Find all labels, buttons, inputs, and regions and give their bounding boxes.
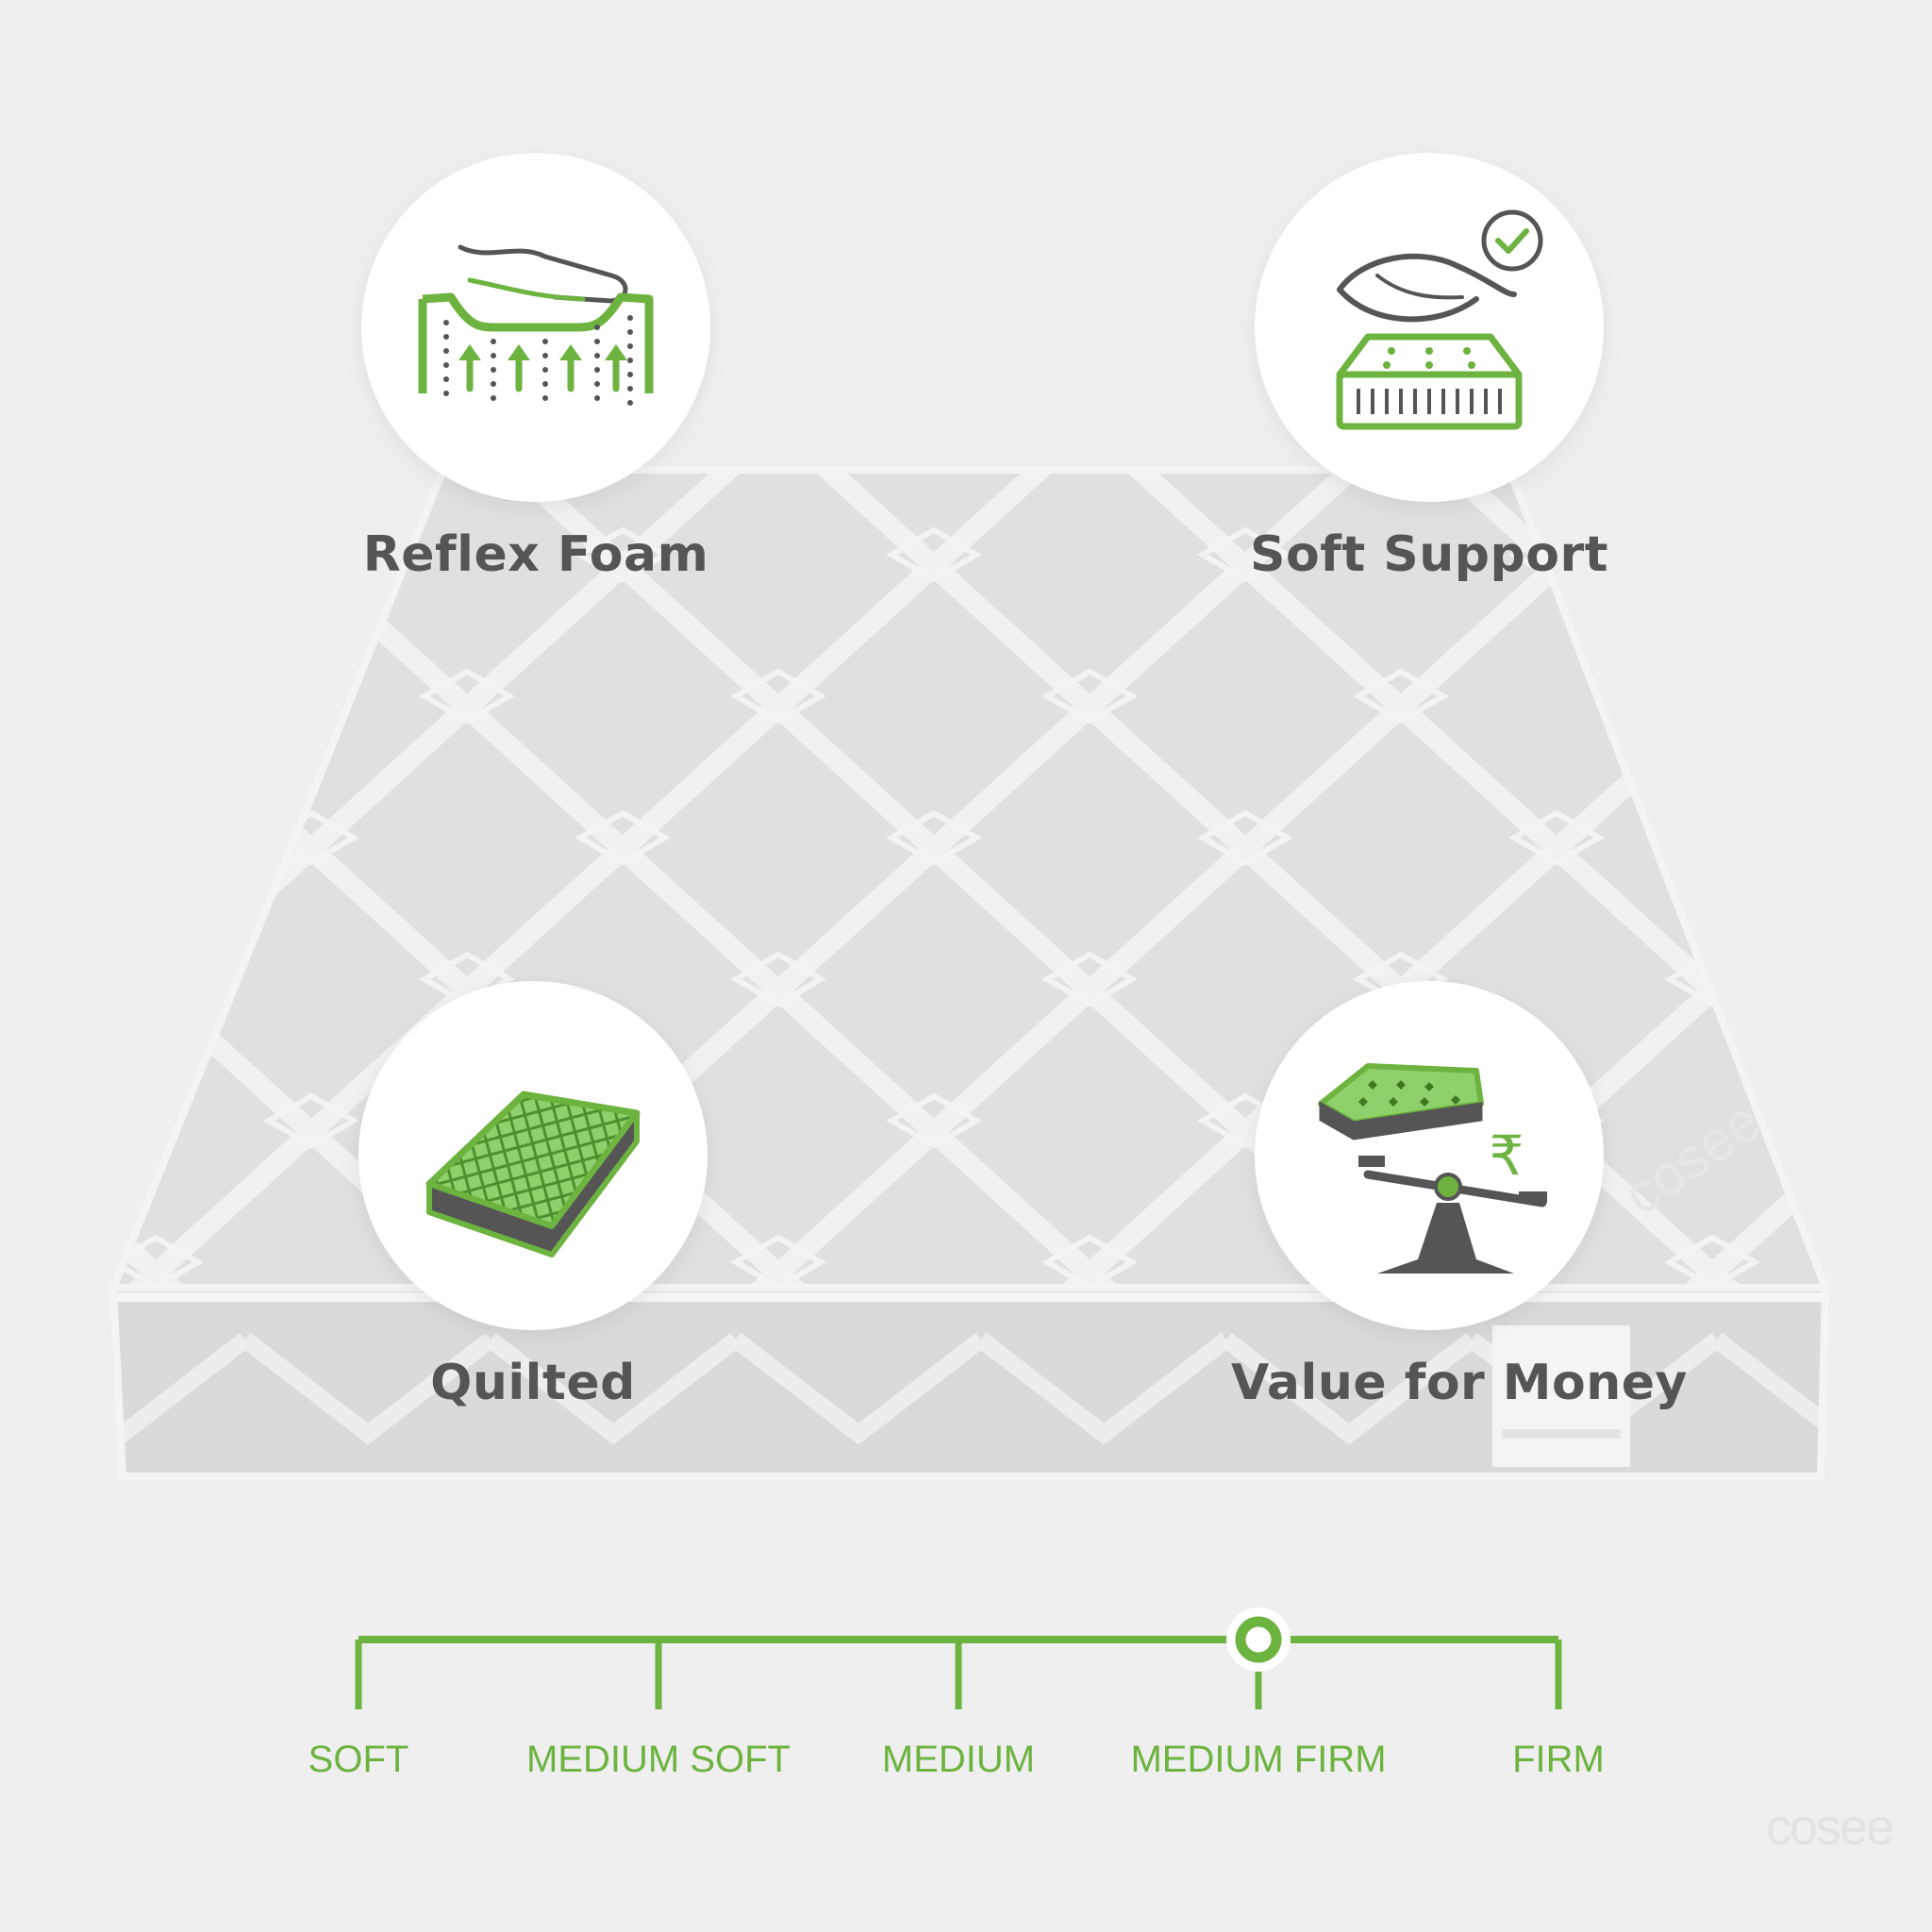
- feature-reflex-foam: Reflex Foam: [338, 153, 734, 583]
- svg-text:₹: ₹: [1490, 1124, 1524, 1188]
- firmness-scale: [355, 1607, 1562, 1709]
- reflex-foam-icon: [418, 244, 654, 406]
- value-for-money-icon: ₹: [1318, 1063, 1547, 1274]
- quilted-mattress-icon: [425, 1091, 641, 1257]
- feature-quilted: Quilted: [335, 981, 731, 1411]
- feature-label: Quilted: [430, 1355, 636, 1411]
- firmness-indicator: [1226, 1607, 1291, 1672]
- scale-label-medium-firm: MEDIUM FIRM: [1130, 1739, 1387, 1780]
- scale-label-soft: SOFT: [308, 1739, 409, 1780]
- scale-label-firm: FIRM: [1512, 1739, 1605, 1780]
- feature-soft-support: Soft Support: [1231, 153, 1627, 583]
- brand-watermark: cosee: [1766, 1799, 1894, 1856]
- scale-label-medium-soft: MEDIUM SOFT: [526, 1739, 791, 1780]
- soft-support-icon: [1336, 209, 1543, 430]
- scale-label-medium: MEDIUM: [881, 1739, 1036, 1780]
- feature-value-for-money: ₹ Value for Money: [1231, 981, 1688, 1411]
- feature-label: Value for Money: [1231, 1355, 1688, 1411]
- feature-label: Soft Support: [1250, 526, 1608, 583]
- feature-label: Reflex Foam: [362, 526, 709, 583]
